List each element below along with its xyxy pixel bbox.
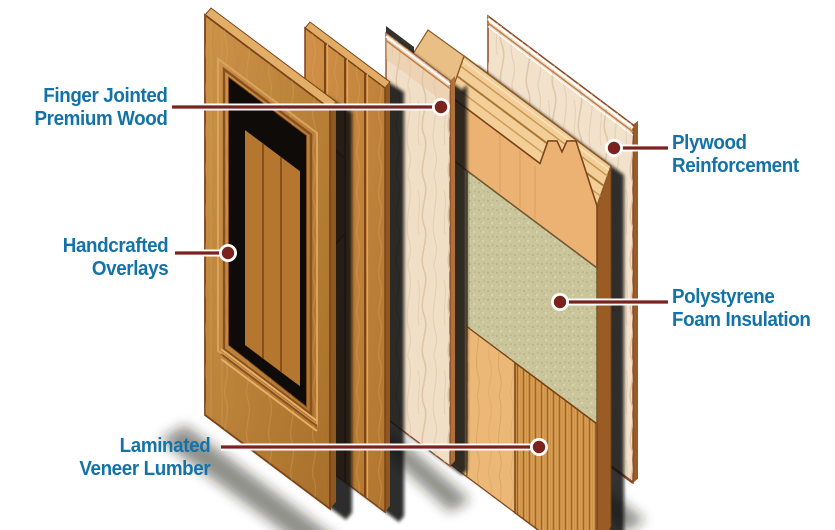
leader-lines: [172, 98, 668, 456]
label-line: Polystyrene: [672, 286, 775, 308]
label-line: Handcrafted: [62, 235, 168, 257]
leader-laminated: [221, 438, 548, 456]
label-line: Veneer Lumber: [79, 458, 210, 480]
label-line: Reinforcement: [672, 155, 799, 177]
label-line: Plywood: [672, 132, 747, 154]
leader-plywood: [605, 139, 668, 157]
label-laminated-veneer-lumber: Laminated Veneer Lumber: [79, 435, 210, 481]
label-line: Laminated: [119, 435, 210, 457]
leader-handcrafted: [175, 244, 237, 262]
leader-polystyrene: [551, 293, 668, 311]
label-line: Finger Jointed: [43, 85, 169, 107]
leader-finger-jointed: [172, 98, 450, 116]
label-line: Overlays: [91, 258, 169, 280]
label-line: Foam Insulation: [672, 309, 811, 331]
label-plywood-reinforcement: Plywood Reinforcement: [672, 132, 799, 178]
core-lvl-block: [514, 361, 598, 530]
label-finger-jointed-premium-wood: Finger Jointed Premium Wood: [35, 85, 168, 131]
layer-overlay-frame: [204, 7, 337, 511]
label-polystyrene-foam-insulation: Polystyrene Foam Insulation: [672, 286, 811, 332]
layer-core: [386, 26, 612, 530]
label-line: Premium Wood: [34, 108, 168, 130]
label-handcrafted-overlays: Handcrafted Overlays: [62, 235, 168, 281]
